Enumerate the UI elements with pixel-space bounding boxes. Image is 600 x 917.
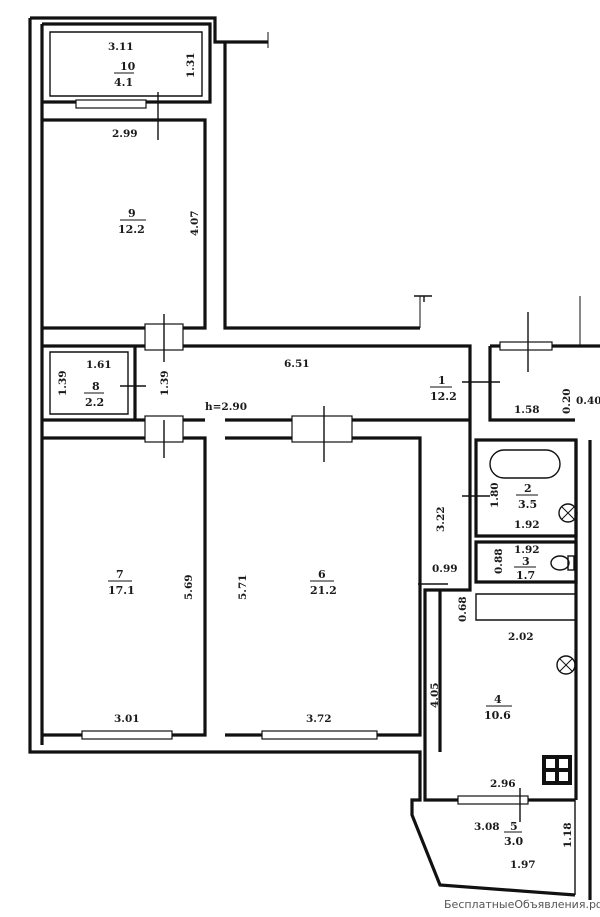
room-4-number: 4 bbox=[494, 693, 502, 706]
room-9-depth: 4.07 bbox=[189, 210, 201, 236]
room-4-area: 10.6 bbox=[484, 709, 511, 722]
room-10-area: 4.1 bbox=[114, 76, 133, 89]
room-2-width: 1.92 bbox=[514, 519, 540, 531]
room-3-depth: 0.88 bbox=[493, 548, 505, 574]
room-1-number: 1 bbox=[438, 374, 446, 387]
ceiling-height: h=2.90 bbox=[205, 401, 247, 413]
room-6-area: 21.2 bbox=[310, 584, 337, 597]
room-6-depth: 5.71 bbox=[237, 574, 249, 600]
room-8-depth: 1.39 bbox=[57, 370, 69, 396]
corridor-depth: 1.39 bbox=[159, 370, 171, 396]
room-3-number: 3 bbox=[522, 555, 530, 568]
room-9-number: 9 bbox=[128, 207, 136, 220]
room-6-number: 6 bbox=[318, 568, 326, 581]
room-9-area: 12.2 bbox=[118, 223, 145, 236]
room-2-number: 2 bbox=[524, 482, 532, 495]
hall-width: 3.22 bbox=[435, 506, 447, 532]
stove-icon bbox=[542, 755, 572, 785]
door-width: 0.99 bbox=[432, 563, 458, 575]
watermark: БесплатныеОбъявления.рф bbox=[444, 898, 600, 911]
room-9-width: 2.99 bbox=[112, 128, 138, 140]
room-10-depth: 1.31 bbox=[185, 52, 197, 78]
room-2-area: 3.5 bbox=[518, 498, 537, 511]
room-4-depth: 4.05 bbox=[429, 682, 441, 708]
bathtub bbox=[489, 449, 561, 479]
room-5-area: 3.0 bbox=[504, 835, 523, 848]
edge-dimension: 0.40 bbox=[576, 395, 600, 407]
toilet-icon bbox=[550, 555, 575, 571]
room-7-depth: 5.69 bbox=[183, 574, 195, 600]
walls bbox=[28, 16, 600, 900]
room-10-width: 3.11 bbox=[108, 41, 134, 53]
room-6-width: 3.72 bbox=[306, 713, 332, 725]
room-8-width: 1.61 bbox=[86, 359, 112, 371]
room-5-depth: 1.18 bbox=[562, 822, 574, 848]
partition-dimension: 0.68 bbox=[457, 596, 469, 622]
room-3-width: 1.92 bbox=[514, 544, 540, 556]
room-2-depth: 1.80 bbox=[489, 482, 501, 508]
room-8-number: 8 bbox=[92, 380, 100, 393]
room-7-width: 3.01 bbox=[114, 713, 140, 725]
sink-icon bbox=[556, 503, 578, 675]
corridor-length: 6.51 bbox=[284, 358, 310, 370]
room-5-length: 1.97 bbox=[510, 859, 536, 871]
room-4-width: 2.02 bbox=[508, 631, 534, 643]
room-8-area: 2.2 bbox=[85, 396, 104, 409]
room-10-number: 10 bbox=[120, 60, 136, 73]
door-ticks bbox=[120, 92, 529, 822]
entrance-width: 1.58 bbox=[514, 404, 540, 416]
room-7-area: 17.1 bbox=[108, 584, 135, 597]
room-5-width: 3.08 bbox=[474, 821, 500, 833]
room-7-number: 7 bbox=[116, 568, 124, 581]
room-3-area: 1.7 bbox=[516, 569, 535, 582]
windows bbox=[81, 323, 553, 805]
room-5-number: 5 bbox=[510, 820, 518, 833]
room-1-area: 12.2 bbox=[430, 390, 457, 403]
entrance-offset: 0.20 bbox=[561, 388, 573, 414]
room-4-window-width: 2.96 bbox=[490, 778, 516, 790]
